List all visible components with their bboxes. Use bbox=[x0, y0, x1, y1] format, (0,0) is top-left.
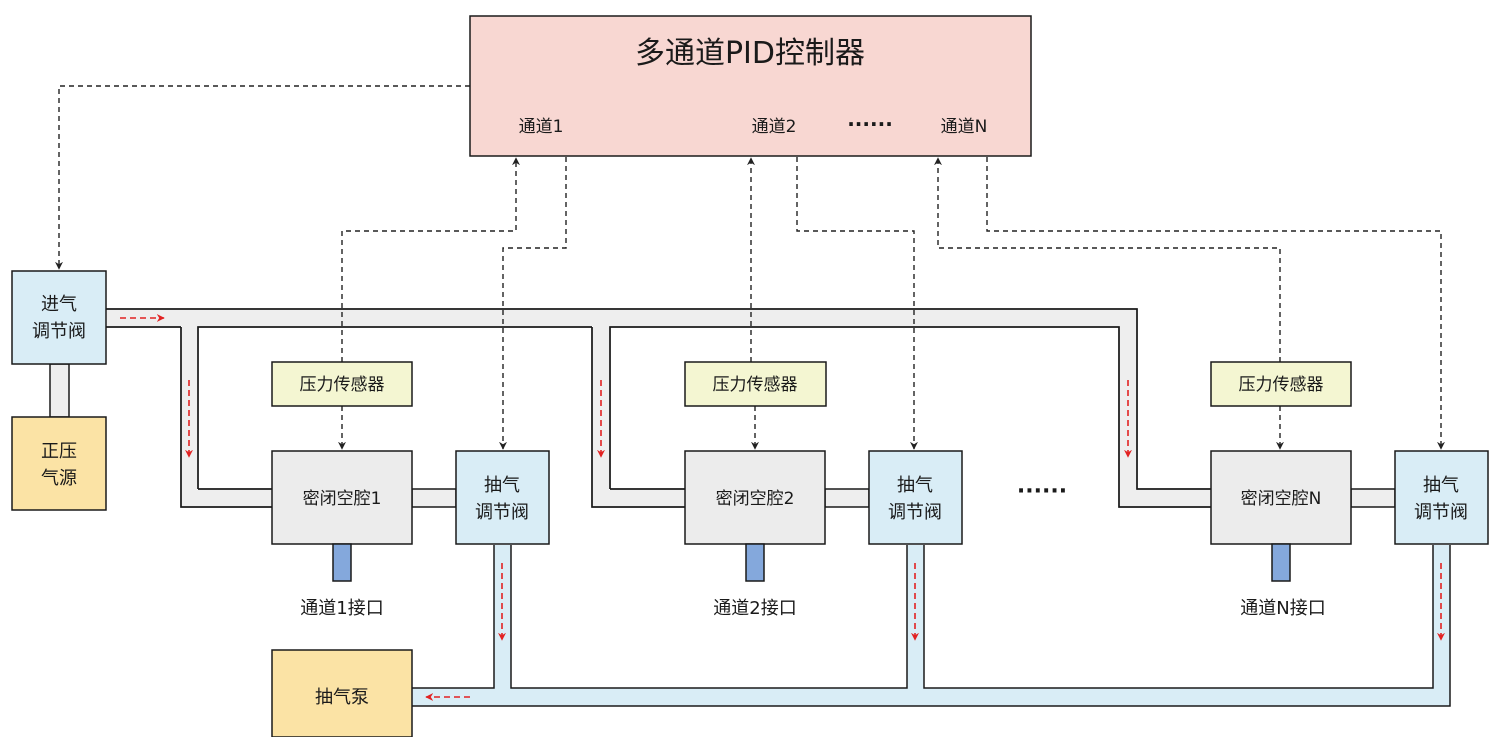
port-n-label: 通道N接口 bbox=[1240, 598, 1325, 619]
controller-channel-2: 通道2 bbox=[752, 117, 797, 137]
chamber-valve-connectors bbox=[411, 488, 1396, 508]
inlet-valve: 进气 调节阀 bbox=[11, 270, 107, 365]
channel-n-group: 压力传感器 密闭空腔N 抽气 调节阀 通道N接口 bbox=[1210, 361, 1489, 619]
vacuum-pump-label: 抽气泵 bbox=[315, 687, 369, 708]
port-2-label: 通道2接口 bbox=[713, 598, 796, 619]
pressure-sensor-2 bbox=[684, 361, 827, 407]
pressure-source-label-1: 正压 bbox=[41, 441, 77, 462]
exhaust-valve-1-label-2: 调节阀 bbox=[475, 502, 529, 523]
exhaust-valve-2-label-1: 抽气 bbox=[897, 475, 933, 496]
vacuum-pump: 抽气泵 bbox=[271, 649, 413, 737]
chamber-1 bbox=[271, 450, 413, 545]
signal-controller-to-valve2 bbox=[796, 157, 918, 450]
chamber-1-label: 密闭空腔1 bbox=[303, 489, 382, 509]
exhaust-valve-1-label-1: 抽气 bbox=[484, 475, 520, 496]
port-1-label: 通道1接口 bbox=[300, 598, 383, 619]
exhaust-valve-n-label-1: 抽气 bbox=[1423, 475, 1459, 496]
exhaust-valve-2-label-2: 调节阀 bbox=[888, 502, 942, 523]
signal-controller-to-valve1 bbox=[499, 157, 567, 450]
signal-controller-to-inlet-valve bbox=[55, 85, 470, 270]
port-2 bbox=[745, 543, 765, 582]
chamber-2-label: 密闭空腔2 bbox=[716, 489, 795, 509]
signal-sensorn-to-controller bbox=[934, 157, 1281, 362]
pressure-sensor-1-label: 压力传感器 bbox=[300, 375, 385, 395]
chamber-n bbox=[1210, 450, 1352, 545]
signal-lines bbox=[55, 85, 1445, 450]
channel-1-group: 压力传感器 密闭空腔1 抽气 调节阀 通道1接口 bbox=[271, 361, 550, 619]
pressure-sensor-n bbox=[1210, 361, 1352, 407]
exhaust-valve-n-label-2: 调节阀 bbox=[1414, 502, 1468, 523]
exhaust-valve-2 bbox=[868, 450, 963, 545]
port-1 bbox=[332, 543, 352, 582]
controller-ellipsis: ······ bbox=[847, 112, 893, 136]
pressure-source: 正压 气源 bbox=[11, 416, 107, 511]
port-n bbox=[1271, 543, 1291, 582]
pressure-source-label-2: 气源 bbox=[41, 468, 77, 489]
pressure-sensor-1 bbox=[271, 361, 413, 407]
intake-pipe bbox=[49, 308, 1212, 508]
inlet-valve-label-1: 进气 bbox=[41, 294, 77, 315]
flow-arrows bbox=[120, 314, 1445, 701]
controller-title: 多通道PID控制器 bbox=[635, 36, 865, 71]
channel-2-group: 压力传感器 密闭空腔2 抽气 调节阀 通道2接口 bbox=[684, 361, 963, 619]
inlet-valve-label-2: 调节阀 bbox=[32, 321, 86, 342]
chamber-n-label: 密闭空腔N bbox=[1241, 489, 1322, 509]
pressure-sensor-n-label: 压力传感器 bbox=[1239, 375, 1324, 395]
controller-channel-n: 通道N bbox=[941, 117, 988, 137]
controller-channel-1: 通道1 bbox=[519, 117, 564, 137]
pressure-sensor-2-label: 压力传感器 bbox=[713, 375, 798, 395]
exhaust-pipe bbox=[412, 545, 1451, 707]
pid-controller: 多通道PID控制器 通道1 通道2 ······ 通道N bbox=[469, 15, 1032, 157]
signal-controller-to-valven bbox=[986, 157, 1445, 450]
middle-ellipsis: ······ bbox=[1017, 479, 1067, 504]
exhaust-valve-n bbox=[1394, 450, 1489, 545]
signal-sensor1-to-controller bbox=[341, 157, 520, 362]
exhaust-valve-1 bbox=[455, 450, 550, 545]
